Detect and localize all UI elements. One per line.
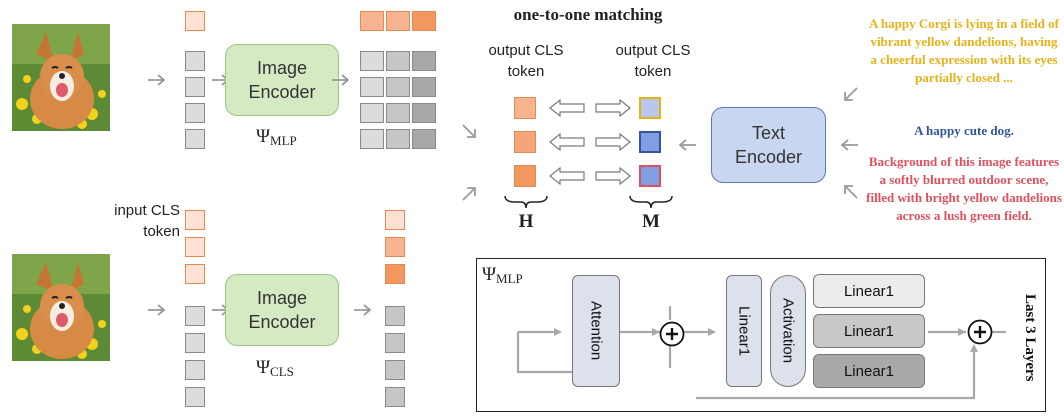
output-token bbox=[385, 333, 405, 353]
patch-token bbox=[185, 387, 205, 407]
arrow-encoder-to-output-top bbox=[332, 74, 350, 86]
output-cls-token bbox=[360, 11, 384, 31]
corgi-image-top bbox=[12, 24, 110, 131]
input-cls-token bbox=[185, 264, 205, 284]
arrow-photo-to-tokens-bottom bbox=[148, 304, 166, 316]
caption-short: A happy cute dog. bbox=[914, 123, 1014, 138]
image-encoder-bottom: Image Encoder bbox=[225, 274, 339, 346]
input-cls-token bbox=[185, 237, 205, 257]
plus-icon-attention bbox=[659, 321, 685, 347]
output-cls-label-right: output CLS token bbox=[615, 42, 691, 80]
last-3-layers-label: Last 3 Layers bbox=[1022, 294, 1038, 382]
image-encoder-bottom-label: Image Encoder bbox=[248, 288, 316, 332]
output-token bbox=[385, 387, 405, 407]
brace-m bbox=[629, 195, 673, 209]
patch-token bbox=[185, 306, 205, 326]
arrow-caption2-to-text-encoder bbox=[840, 139, 858, 151]
image-encoder-top-label: Image Encoder bbox=[248, 58, 316, 102]
output-token bbox=[386, 103, 410, 123]
arrow-caption3-to-text-encoder bbox=[844, 185, 858, 199]
m-token-1 bbox=[639, 97, 661, 119]
arrow-top-output-to-h bbox=[462, 124, 476, 138]
linear-vertical-block: Linear1 bbox=[726, 275, 762, 387]
brace-h bbox=[504, 195, 548, 209]
output-token bbox=[412, 103, 436, 123]
patch-token bbox=[185, 77, 205, 97]
matching-arrows bbox=[549, 98, 631, 186]
output-token bbox=[412, 129, 436, 149]
cls-token-top bbox=[185, 11, 205, 31]
m-token-2 bbox=[639, 131, 661, 153]
output-token bbox=[360, 129, 384, 149]
activation-block: Activation bbox=[770, 275, 806, 387]
output-token bbox=[386, 129, 410, 149]
patch-token bbox=[185, 51, 205, 71]
m-label: M bbox=[642, 211, 660, 232]
input-cls-label: input CLS token bbox=[114, 202, 180, 240]
output-cls-token bbox=[412, 11, 436, 31]
output-token bbox=[412, 77, 436, 97]
h-token-2 bbox=[514, 131, 536, 153]
output-token bbox=[360, 77, 384, 97]
arrow-bottom-output-to-h bbox=[462, 187, 476, 201]
output-token bbox=[360, 51, 384, 71]
patch-token bbox=[185, 360, 205, 380]
output-token bbox=[385, 360, 405, 380]
caption-background: Background of this image features a soft… bbox=[866, 154, 1062, 223]
output-cls-token bbox=[386, 11, 410, 31]
patch-token bbox=[185, 333, 205, 353]
output-cls-label-left: output CLS token bbox=[488, 42, 564, 80]
output-token bbox=[386, 51, 410, 71]
panel-psi-mlp-label: ΨMLP bbox=[482, 264, 523, 286]
h-label: H bbox=[518, 211, 534, 232]
psi-cls-label: ΨCLS bbox=[256, 357, 294, 379]
linear-box-3: Linear1 bbox=[813, 354, 925, 388]
linear-box-2: Linear1 bbox=[813, 314, 925, 348]
arrow-photo-to-tokens-top bbox=[148, 74, 166, 86]
image-encoder-top: Image Encoder bbox=[225, 44, 339, 116]
output-cls-token bbox=[385, 264, 405, 284]
output-token bbox=[412, 51, 436, 71]
text-encoder-label: Text Encoder bbox=[734, 123, 803, 167]
text-encoder: Text Encoder bbox=[711, 107, 826, 183]
output-token bbox=[360, 103, 384, 123]
arrow-encoder-to-output-bottom bbox=[354, 304, 372, 316]
corgi-image-bottom bbox=[12, 254, 110, 361]
output-token bbox=[385, 306, 405, 326]
arrow-text-encoder-to-m bbox=[678, 139, 696, 151]
output-token bbox=[386, 77, 410, 97]
psi-mlp-label: ΨMLP bbox=[256, 126, 297, 148]
mlp-connections bbox=[516, 306, 1006, 400]
h-token-3 bbox=[514, 165, 536, 187]
m-token-3 bbox=[639, 165, 661, 187]
patch-token bbox=[185, 103, 205, 123]
mlp-detail-panel bbox=[476, 258, 1046, 412]
linear-box-1: Linear1 bbox=[813, 274, 925, 308]
h-token-1 bbox=[514, 97, 536, 119]
plus-icon-output bbox=[967, 319, 993, 345]
arrow-caption1-to-text-encoder bbox=[844, 87, 858, 101]
patch-token bbox=[185, 129, 205, 149]
matching-title: one-to-one matching bbox=[513, 5, 663, 24]
attention-block: Attention bbox=[572, 275, 620, 387]
input-cls-token bbox=[185, 210, 205, 230]
caption-long: A happy Corgi is lying in a field of vib… bbox=[869, 16, 1059, 85]
output-cls-token bbox=[385, 237, 405, 257]
output-cls-token bbox=[385, 210, 405, 230]
